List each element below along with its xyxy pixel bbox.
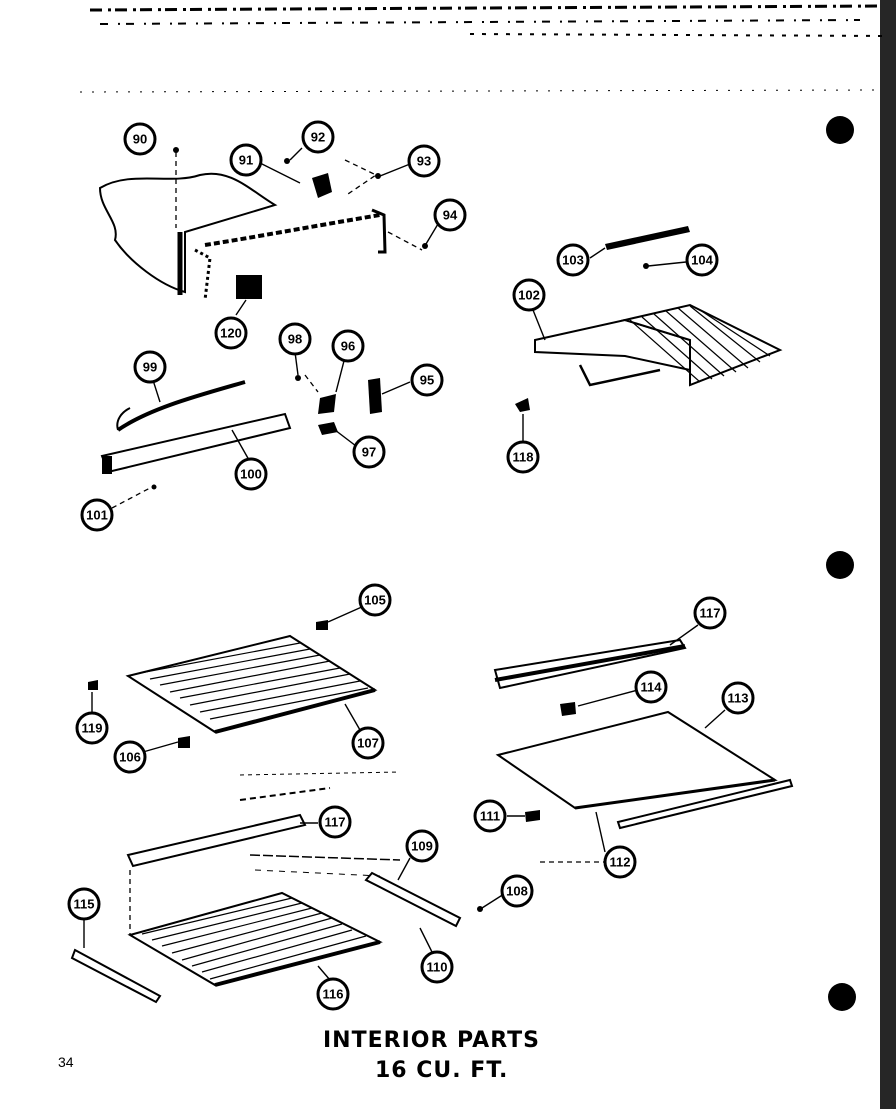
callout-99: 99 [133, 350, 167, 384]
callout-label: 101 [86, 508, 108, 523]
callout-111: 111 [473, 799, 507, 833]
callout-label: 102 [518, 288, 540, 303]
callout-103: 103 [556, 243, 590, 277]
callout-109: 109 [405, 829, 439, 863]
binder-hole-bottom [828, 983, 856, 1011]
binder-hole-top [826, 116, 854, 144]
callout-label: 114 [641, 680, 663, 695]
callout-label: 104 [691, 253, 713, 268]
callout-label: 91 [239, 153, 253, 168]
callout-label: 106 [119, 750, 141, 765]
rail-assembly [100, 375, 382, 474]
callout-label: 111 [480, 809, 500, 824]
callout-label: 120 [220, 326, 242, 341]
callout-93: 93 [407, 144, 441, 178]
callout-label: 105 [364, 593, 386, 608]
callout-114: 114 [634, 670, 668, 704]
callout-108: 108 [500, 874, 534, 908]
callout-115: 115 [67, 887, 101, 921]
callout-label: 113 [728, 691, 749, 706]
callout-90: 90 [123, 122, 157, 156]
callout-label: 109 [411, 839, 433, 854]
part-120-shape [236, 275, 262, 299]
callout-label: 110 [427, 960, 448, 975]
glass-shelf-113 [493, 638, 794, 830]
callout-label: 118 [513, 450, 534, 465]
callout-116: 116 [316, 977, 350, 1011]
callout-label: 95 [420, 373, 434, 388]
callout-label: 100 [240, 467, 262, 482]
binder-hole-middle [826, 551, 854, 579]
scan-noise-top [79, 0, 896, 1109]
callout-label: 92 [311, 130, 325, 145]
callout-105: 105 [358, 583, 392, 617]
callout-94: 94 [433, 198, 467, 232]
callout-label: 96 [341, 339, 355, 354]
callout-118-upper: 118 [506, 440, 540, 474]
callout-label: 112 [610, 855, 631, 870]
callout-102: 102 [512, 278, 546, 312]
page-number: 34 [58, 1054, 74, 1070]
callout-95: 95 [410, 363, 444, 397]
callout-label: 90 [133, 132, 147, 147]
callout-107: 107 [351, 726, 385, 760]
callout-label: 103 [562, 253, 584, 268]
callout-label: 107 [357, 736, 379, 751]
callout-label: 99 [143, 360, 157, 375]
callout-96: 96 [331, 329, 365, 363]
callout-117-upper: 117 [693, 596, 727, 630]
callout-110: 110 [420, 950, 454, 984]
callout-label: 116 [323, 987, 344, 1002]
wire-shelf-107 [88, 620, 378, 748]
callout-label: 97 [362, 445, 376, 460]
callout-label: 115 [74, 897, 95, 912]
callout-91: 91 [229, 143, 263, 177]
diagram-title: INTERIOR PARTS [323, 1028, 540, 1053]
callout-104: 104 [685, 243, 719, 277]
crisper-shelf-116 [70, 771, 462, 1004]
callout-92: 92 [301, 120, 335, 154]
callout-label: 94 [443, 208, 458, 223]
callout-100: 100 [234, 457, 268, 491]
upper-shelf-assembly [515, 226, 783, 412]
callout-98: 98 [278, 322, 312, 356]
callout-112: 112 [603, 845, 637, 879]
callout-119: 119 [75, 711, 109, 745]
diagram-subtitle: 16 CU. FT. [375, 1058, 509, 1083]
callout-117-lower: 117 [318, 805, 352, 839]
callout-106: 106 [113, 740, 147, 774]
callout-120: 120 [214, 316, 248, 350]
callout-label: 93 [417, 154, 431, 169]
cabinet-corner-part [98, 172, 387, 301]
callout-101: 101 [80, 498, 114, 532]
callout-label: 117 [700, 606, 721, 621]
callout-label: 117 [325, 815, 346, 830]
callout-label: 108 [506, 884, 528, 899]
callout-label: 119 [82, 721, 103, 736]
callout-97: 97 [352, 435, 386, 469]
callout-label: 98 [288, 332, 302, 347]
callout-113: 113 [721, 681, 755, 715]
